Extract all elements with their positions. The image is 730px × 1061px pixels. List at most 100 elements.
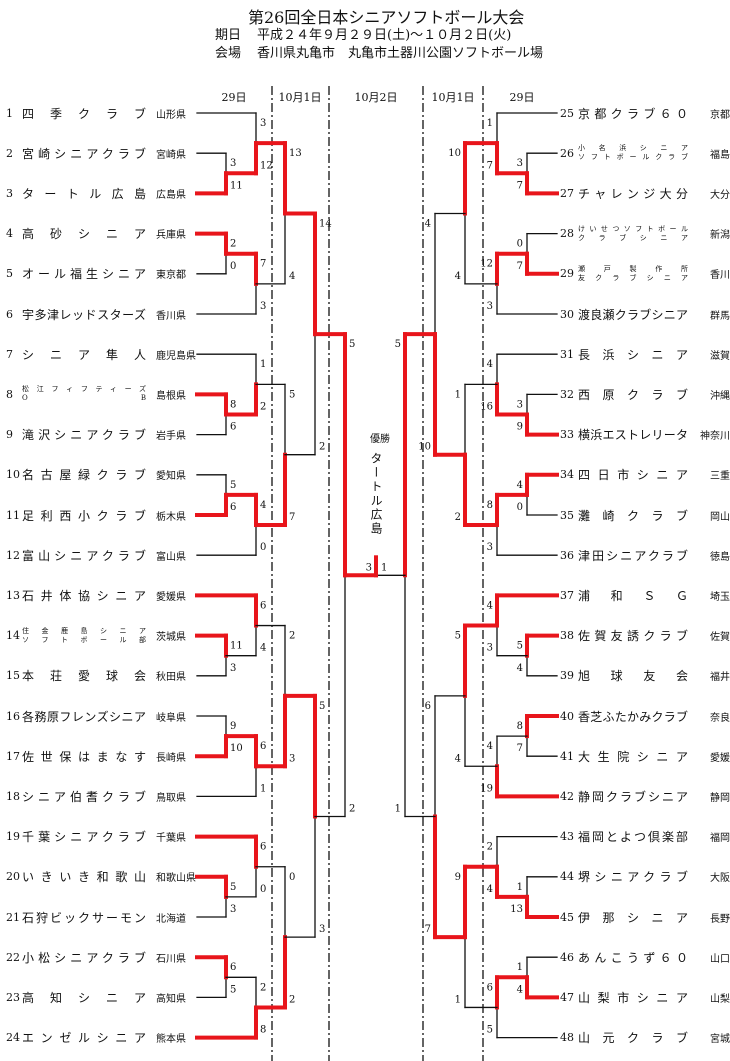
team-number: 18 — [6, 789, 20, 803]
team-name: 高砂シニア — [22, 227, 146, 242]
score: 0 — [260, 542, 266, 553]
score: 3 — [230, 904, 236, 915]
score: 5 — [517, 641, 523, 652]
team-prefecture: 石川県 — [156, 953, 186, 965]
team-prefecture: 山口県 — [710, 953, 730, 965]
score: 4 — [487, 741, 493, 752]
team-prefecture: 富山県 — [156, 551, 186, 563]
score: 6 — [425, 701, 431, 712]
team-prefecture: 愛媛県 — [710, 752, 730, 764]
team-name: 宮崎シニアクラブ — [22, 146, 146, 161]
team-entry: 39旭球友会福井県 — [560, 666, 730, 686]
team-prefecture: 宮崎県 — [156, 149, 186, 161]
score: 5 — [230, 882, 236, 893]
team-name: 滝沢シニアクラブ — [22, 428, 146, 443]
team-prefecture: 香川県 — [156, 310, 186, 322]
team-number: 34 — [560, 468, 574, 482]
score: 10 — [418, 442, 431, 453]
team-number: 25 — [560, 106, 574, 120]
score: 7 — [260, 259, 266, 270]
team-name-line: 友クラブシニア — [578, 273, 688, 282]
team-number: 2 — [6, 146, 13, 160]
score: 3 — [260, 118, 266, 129]
score: 5 — [349, 339, 355, 350]
score: 4 — [455, 753, 461, 764]
team-entry: 26小名浜シニアソフトボールクラブ福島県 — [560, 143, 730, 163]
score: 3 — [260, 301, 266, 312]
team-name: 西原クラブ — [578, 387, 688, 402]
team-name: 京都クラブ６０ — [578, 106, 688, 121]
score: 2 — [319, 442, 325, 453]
team-prefecture: 広島県 — [156, 189, 186, 201]
team-name-line: 住金鹿島シニア — [22, 626, 146, 635]
team-prefecture: 佐賀県 — [710, 632, 730, 644]
team-name-line: 小名浜シニア — [578, 144, 688, 153]
team-entry: 31長浜シニア滋賀県 — [560, 344, 730, 364]
team-prefecture: 兵庫県 — [156, 230, 186, 242]
score: 4 — [517, 663, 523, 674]
team-name: 住金鹿島シニアソフトボール部 — [22, 627, 146, 645]
team-prefecture: 北海道 — [156, 913, 186, 925]
team-entry: 45伊那シニア長野県 — [560, 907, 730, 927]
team-prefecture: 京都府 — [710, 109, 730, 121]
team-entry: 46あんこうず６０山口県 — [560, 947, 730, 967]
team-entry: 38佐賀友誘クラブ佐賀県 — [560, 626, 730, 646]
team-entry: 35灘崎クラブ岡山県 — [560, 505, 730, 525]
score: 11 — [230, 641, 243, 652]
team-number: 30 — [560, 307, 574, 321]
team-number: 37 — [560, 588, 574, 602]
score: 4 — [487, 600, 493, 611]
team-prefecture: 大分県 — [710, 189, 730, 201]
team-prefecture: 長崎県 — [156, 752, 186, 764]
score: 9 — [455, 872, 461, 883]
score: 3 — [366, 562, 372, 573]
team-name: 名古屋緑クラブ — [22, 468, 146, 483]
team-number: 41 — [560, 749, 574, 763]
score: 5 — [230, 480, 236, 491]
team-name: 石狩ビックサーモン — [22, 910, 146, 925]
team-name-line: 瀬戸製作所 — [578, 264, 688, 273]
score: 6 — [487, 982, 493, 993]
date-value: 平成２４年９月２９日(土)～１０月２日(火) — [257, 28, 512, 43]
team-entry: 36津田シニアクラブ徳島県 — [560, 545, 730, 565]
team-name: シニア隼人 — [22, 347, 146, 362]
team-prefecture: 鳥取県 — [156, 792, 186, 804]
team-name: あんこうず６０ — [578, 950, 688, 965]
team-number: 6 — [6, 307, 13, 321]
score: 4 — [487, 359, 493, 370]
team-entry: 28けいせつソフトボールクラブシニア新潟県 — [560, 224, 730, 244]
team-name: 高知シニア — [22, 990, 146, 1005]
team-entry: 48山元クラブ宮城県 — [560, 1028, 730, 1048]
score: 1 — [455, 389, 461, 400]
team-name: タートル広島 — [22, 186, 146, 201]
score: 2 — [260, 402, 266, 413]
score: 0 — [517, 239, 523, 250]
score: 5 — [230, 984, 236, 995]
team-name: 四日市シニア — [578, 468, 688, 483]
team-prefecture: 滋賀県 — [710, 350, 730, 362]
date-line: 期日平成２４年９月２９日(土)～１０月２日(火) — [215, 24, 511, 43]
score: 4 — [517, 984, 523, 995]
team-name: 横浜エストレリータ — [578, 428, 688, 443]
column-header-day1-left: 29日 — [221, 91, 247, 104]
team-number: 31 — [560, 347, 574, 361]
score: 7 — [517, 180, 523, 191]
score: 2 — [289, 631, 295, 642]
team-prefecture: 岐阜県 — [156, 712, 186, 724]
score: 8 — [260, 1025, 266, 1036]
team-name: 伊那シニア — [578, 910, 688, 925]
team-name: オール福生シニア — [22, 267, 146, 282]
score: 11 — [230, 180, 243, 191]
team-name: 小名浜シニアソフトボールクラブ — [578, 144, 688, 162]
team-name: 山元クラブ — [578, 1031, 688, 1046]
score: 7 — [425, 924, 431, 935]
team-number: 24 — [6, 1031, 20, 1045]
